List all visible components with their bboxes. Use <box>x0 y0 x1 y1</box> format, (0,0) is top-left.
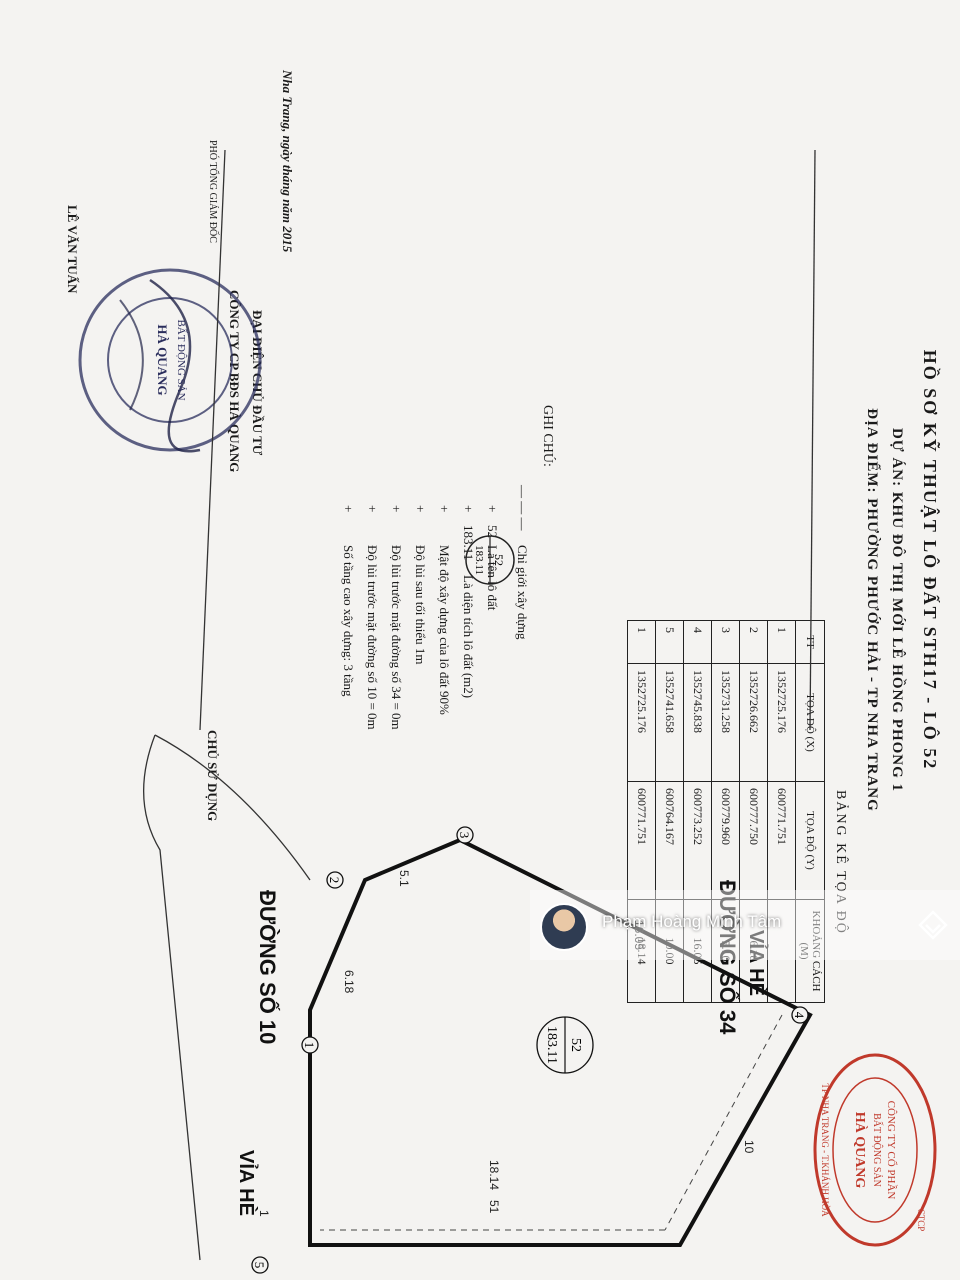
dim-right-1: 6.18 <box>342 970 356 994</box>
company-seal-red: CÔNG TY CỔ PHẦN BẤT ĐỘNG SẢN HÀ QUANG TP… <box>813 1053 937 1247</box>
dim-setback: 1 <box>257 1210 271 1217</box>
legend-badge-bottom: 183.11 <box>473 545 485 575</box>
neighbor-lot: 51 <box>487 1200 501 1214</box>
sidewalk-label-top: VỈA HÈ <box>745 930 768 996</box>
road-10-label: ĐƯỜNG SỐ 10 <box>255 890 281 1044</box>
road-34-edge <box>143 734 201 1261</box>
vertex-1-marker <box>301 1036 319 1054</box>
vertex-4-label: 4 <box>792 1012 807 1019</box>
road-34-label: ĐƯỜNG SỐ 34 <box>715 880 741 1035</box>
vertex-2-marker <box>326 871 344 889</box>
road-curb-line <box>154 734 311 881</box>
dim-left: 10 <box>742 1140 756 1154</box>
vertex-5-marker <box>251 1256 269 1274</box>
vertex-1-label: 1 <box>302 1042 317 1049</box>
red-seal-top: CÔNG TY CỔ PHẦN <box>885 1101 898 1200</box>
vertex-4-marker <box>791 1006 809 1024</box>
user-tag-overlay[interactable]: Phạm Hoàng Minh Tâm <box>530 890 960 960</box>
legend-badge-top: 52 <box>492 554 506 566</box>
dim-right-2: 5.1 <box>397 870 411 887</box>
company-seal-blue: BẤT ĐỘNG SẢN HÀ QUANG <box>78 268 262 453</box>
vertex-3-label: 3 <box>457 832 472 839</box>
dim-bottom: 18.14 <box>487 1160 501 1190</box>
vertex-3-marker <box>456 826 474 844</box>
seal-text-mid: BẤT ĐỘNG SẢN <box>175 319 188 400</box>
dim-top: 16.05 <box>632 920 646 950</box>
seal-text-name: HÀ QUANG <box>155 324 170 395</box>
avatar[interactable] <box>540 903 588 951</box>
red-seal-mid: BẤT ĐỘNG SẢN <box>871 1113 884 1187</box>
red-seal-city: TP NHA TRANG - T.KHÁNH HÒA <box>820 1083 830 1217</box>
setback-line <box>664 1014 783 1231</box>
red-seal-code: CTCP <box>916 1209 926 1232</box>
lot-number: 52 <box>568 1038 583 1052</box>
lot-area: 183.11 <box>544 1026 559 1064</box>
road-34-sidewalk-edge <box>809 149 816 731</box>
red-seal-name: HÀ QUANG <box>852 1112 869 1189</box>
layers-icon[interactable] <box>916 908 950 942</box>
road-10-edge <box>199 149 226 731</box>
vertex-2-label: 2 <box>327 877 342 884</box>
user-tag-name[interactable]: Phạm Hoàng Minh Tâm <box>602 912 782 931</box>
legend-lot-badge: 52 183.11 <box>465 535 515 585</box>
vertex-5-label: 5 <box>252 1262 267 1269</box>
sidewalk-label-bottom: VỈA HÈ <box>235 1150 258 1216</box>
